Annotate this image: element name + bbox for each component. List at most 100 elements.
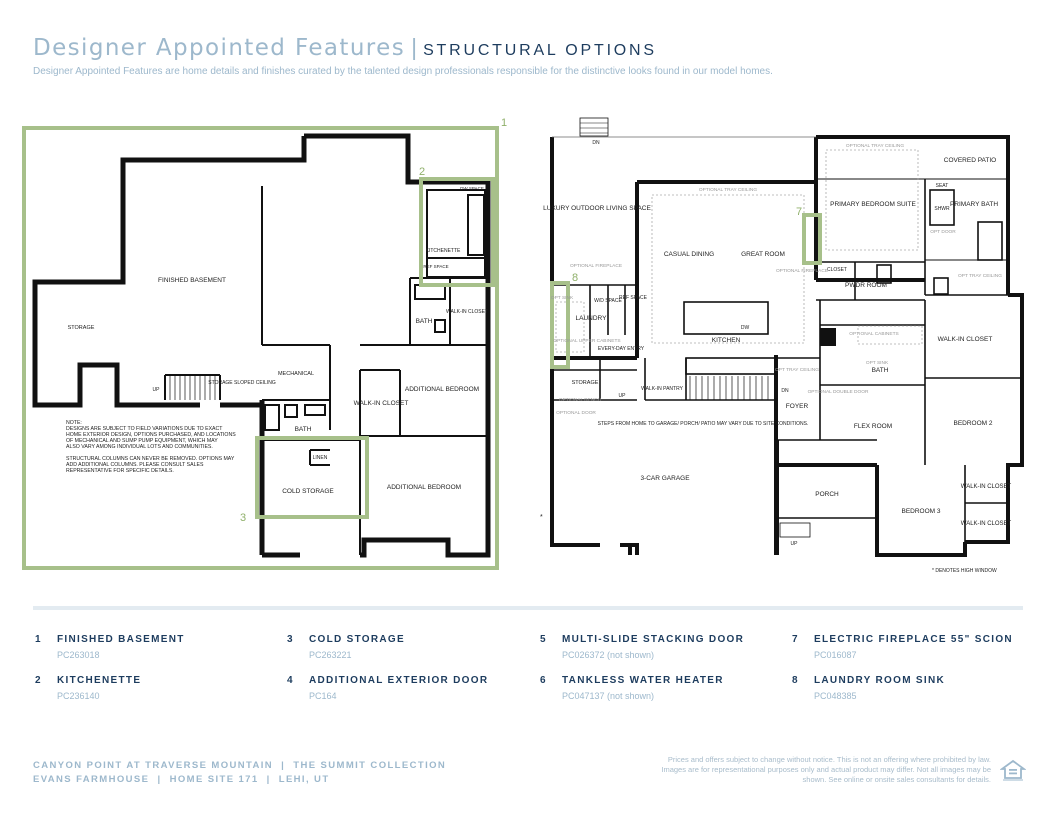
- callout-3-number: 3: [240, 512, 246, 524]
- walk-in-pantry-label: WALK-IN PANTRY: [641, 386, 684, 392]
- foyer-label: FOYER: [786, 403, 809, 410]
- option-item: 4 ADDITIONAL EXTERIOR DOOR PC164: [287, 675, 527, 701]
- laundry-label: LAUNDRY: [576, 315, 608, 322]
- floor-plans: FINISHED BASEMENT STORAGE KITCHENETTE DW…: [22, 117, 1024, 574]
- option-name: ADDITIONAL EXTERIOR DOOR: [309, 675, 489, 686]
- optional-tray-ceiling-label: OPTIONAL TRAY CEILING: [699, 187, 757, 193]
- main-floor-plan: DN LUXURY OUTDOOR LIVING SPACE CASUAL DI…: [540, 117, 1024, 574]
- ref-space-label: REF SPACE: [423, 264, 448, 269]
- opt-sink-label: OPT SINK: [551, 295, 574, 301]
- page-title: Designer Appointed Features| STRUCTURAL O…: [33, 34, 657, 61]
- page-subtitle: Designer Appointed Features are home det…: [33, 66, 773, 77]
- option-number: 6: [540, 675, 546, 686]
- option-item: 3 COLD STORAGE PC263221: [287, 634, 527, 660]
- casual-dining-label: CASUAL DINING: [664, 251, 714, 258]
- basement-plan: FINISHED BASEMENT STORAGE KITCHENETTE DW…: [22, 117, 507, 570]
- basement-note: NOTE: DESIGNS ARE SUBJECT TO FIELD VARIA…: [66, 420, 236, 474]
- note-line: ADD ADDITIONAL COLUMNS. PLEASE CONSULT S…: [66, 462, 204, 468]
- walk-in-closet-2-label: WALK-IN CLOSET: [354, 400, 409, 407]
- walk-in-closet-3-label: WALK-IN CLOSET: [961, 521, 1012, 527]
- bedroom-2-label: BEDROOM 2: [953, 420, 992, 427]
- kitchenette-label: KITCHENETTE: [426, 248, 461, 254]
- opt-tray-ceiling-2-label: OPT TRAY CEILING: [775, 367, 819, 373]
- option-name: LAUNDRY ROOM SINK: [814, 675, 945, 686]
- equal-housing-icon: [1000, 759, 1026, 781]
- note-line: OF MECHANICAL AND SUMP PUMP EQUIPMENT, W…: [66, 438, 218, 444]
- dn-label: DN: [592, 140, 600, 146]
- disclaimer: Prices and offers subject to change with…: [661, 755, 991, 784]
- callout-2-number: 2: [419, 166, 425, 178]
- option-code: PC236140: [57, 691, 100, 701]
- wd-space-label: W/D SPACE: [594, 298, 622, 304]
- note-line: DESIGNS ARE SUBJECT TO FIELD VARIATIONS …: [66, 426, 223, 432]
- pwdr-room-label: PWDR ROOM: [845, 282, 887, 289]
- option-code: PC048385: [814, 691, 857, 701]
- steps-note: STEPS FROM HOME TO GARAGE/ PORCH/ PATIO …: [598, 421, 809, 427]
- optional-bench-label: OPTIONAL BENCH: [559, 397, 602, 403]
- flex-room-label: FLEX ROOM: [854, 423, 892, 430]
- note-line: STRUCTURAL COLUMNS CAN NEVER BE REMOVED.…: [66, 456, 235, 462]
- divider: [33, 606, 1023, 610]
- title-section: STRUCTURAL OPTIONS: [423, 42, 657, 59]
- option-number: 5: [540, 634, 546, 645]
- high-window-note: * DENOTES HIGH WINDOW: [932, 568, 997, 574]
- storage-sloped-label: STORAGE SLOPED CEILING: [208, 380, 276, 386]
- callout-1-outline: [22, 126, 499, 570]
- shwr-label: SHWR: [934, 206, 950, 212]
- optional-fireplace-label: OPTIONAL FIREPLACE: [570, 263, 622, 269]
- option-name: COLD STORAGE: [309, 634, 405, 645]
- optional-double-door-label: OPTIONAL DOUBLE DOOR: [808, 389, 869, 395]
- dn-2-label: DN: [781, 388, 789, 394]
- additional-bedroom-label: ADDITIONAL BEDROOM: [405, 386, 479, 393]
- home-line: EVANS FARMHOUSE | HOME SITE 171 | LEHI, …: [33, 774, 330, 785]
- luxury-outdoor-label: LUXURY OUTDOOR LIVING SPACE: [543, 205, 651, 212]
- callout-7-number: 7: [796, 206, 802, 218]
- option-number: 1: [35, 634, 41, 645]
- community-line: CANYON POINT AT TRAVERSE MOUNTAIN | THE …: [33, 760, 447, 771]
- seat-label: SEAT: [936, 183, 949, 189]
- callout-1-number: 1: [501, 117, 507, 129]
- title-main: Designer Appointed Features: [33, 35, 406, 61]
- bath-label: BATH: [872, 367, 889, 374]
- dw-space-label: DW SPACE: [460, 186, 484, 191]
- cold-storage-label: COLD STORAGE: [282, 488, 334, 495]
- callout-7-outline: [802, 213, 822, 265]
- covered-patio-label: COVERED PATIO: [944, 157, 997, 164]
- option-number: 4: [287, 675, 293, 686]
- option-code: PC263221: [309, 650, 352, 660]
- ref-space-label: REF SPACE: [619, 295, 648, 301]
- high-window-marker: *: [540, 514, 543, 521]
- walk-in-closet-2-label: WALK-IN CLOSET: [961, 484, 1012, 490]
- option-name: FINISHED BASEMENT: [57, 634, 185, 645]
- callout-8-outline: [550, 281, 570, 369]
- optional-door-label: OPTIONAL DOOR: [556, 410, 596, 416]
- option-code: PC026372 (not shown): [562, 650, 655, 660]
- mechanical-label: MECHANICAL: [278, 371, 314, 377]
- option-name: TANKLESS WATER HEATER: [562, 675, 724, 686]
- closet-label: CLOSET: [827, 267, 847, 273]
- up-label: UP: [153, 387, 161, 393]
- finished-basement-label: FINISHED BASEMENT: [158, 277, 226, 284]
- optional-cabinets-label: OPTIONAL CABINETS: [849, 331, 898, 337]
- option-name: ELECTRIC FIREPLACE 55" SCION: [814, 634, 1013, 645]
- opt-door-label: OPT DOOR: [930, 229, 956, 235]
- option-number: 3: [287, 634, 293, 645]
- kitchen-label: KITCHEN: [712, 337, 741, 344]
- title-separator: |: [411, 34, 418, 60]
- option-code: PC164: [309, 691, 337, 701]
- opt-tray-ceiling-label: OPT TRAY CEILING: [958, 273, 1002, 279]
- porch-label: PORCH: [815, 491, 839, 498]
- walk-in-closet-label: WALK-IN CLOSET: [446, 309, 488, 315]
- bedroom-3-label: BEDROOM 3: [901, 508, 940, 515]
- primary-bath-label: PRIMARY BATH: [950, 201, 998, 208]
- callout-2-outline: [419, 177, 495, 287]
- optional-fireplace-2-label: OPTIONAL FIREPLACE: [776, 268, 828, 274]
- great-room-label: GREAT ROOM: [741, 251, 785, 258]
- linen-label: LINEN: [313, 455, 328, 461]
- additional-bedroom-2-label: ADDITIONAL BEDROOM: [387, 484, 461, 491]
- storage-label: STORAGE: [572, 380, 599, 386]
- callout-8-number: 8: [572, 272, 578, 284]
